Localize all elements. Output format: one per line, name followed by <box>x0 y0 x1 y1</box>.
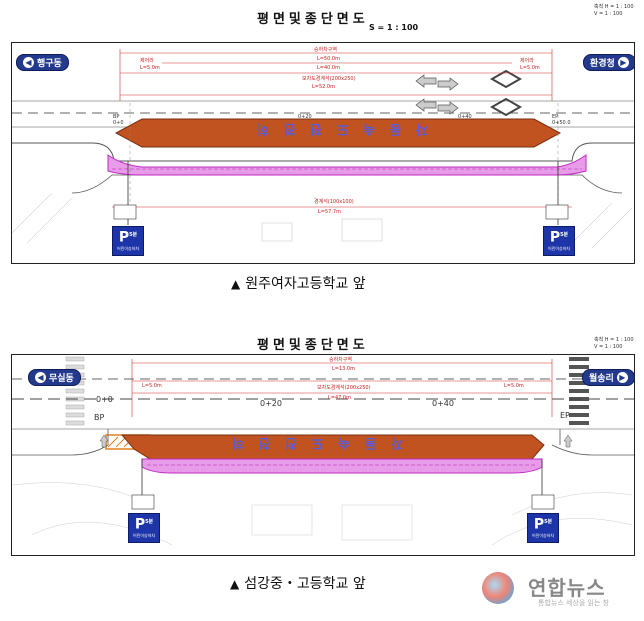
drawing1-dim-bottom1: 경계석(100x100) <box>314 199 354 205</box>
parking-sub: 5분 <box>560 232 569 238</box>
drawing1-title: 평면및종단면도 <box>257 12 369 27</box>
drawing2-dim-top1: 승하차구역 <box>329 357 353 363</box>
drawing1-scale-right: 축척 H = 1 : 100 V = 1 : 100 <box>594 4 634 18</box>
drawing1-dim-bottom2: L=57.7m <box>318 209 341 215</box>
drawing1-scale-h: 축척 H = 1 : 100 <box>594 4 634 10</box>
arrow-right-icon: ▶ <box>616 372 628 383</box>
drawing1-dim-mid1: 보차도경계석(200x250) <box>302 76 356 82</box>
drawing2-parking-sign-left: P5분 어린이승하차 <box>128 513 160 543</box>
parking-note: 어린이승하차 <box>116 245 140 251</box>
drawing2-caption: ▲ 섬강중・고등학교 앞 <box>230 573 366 593</box>
drawing2-direction-sign-right: 월송리 ▶ <box>582 369 634 386</box>
drawing1-dim-top1: 승하차구역 <box>314 47 338 53</box>
drawing1-frame: ◀ 행구동 환경청 ▶ 자 동 속 도 천 천 히 0+0 BP 0+20 0+… <box>11 42 635 264</box>
drawing2-frame: ◀ 무실동 월송리 ▶ 자 동 속 도 천 천 히 0+0 BP 0+20 0+… <box>11 354 635 556</box>
drawing2-sign-left-label: 무실동 <box>49 374 74 384</box>
drawing1-dim-mid2: L=52.0m <box>312 84 335 90</box>
arrow-left-icon: ◀ <box>35 372 46 383</box>
drawing2-dim-top2: L=13.0m <box>332 366 355 372</box>
parking-note: 어린이승하차 <box>132 532 156 538</box>
watermark-name: 연합뉴스 <box>528 576 606 600</box>
arrow-left-icon: ◀ <box>23 57 34 68</box>
drawing1-direction-sign-left: ◀ 행구동 <box>16 54 69 71</box>
drawing2-dim-mid1: 보차도경계석(200x250) <box>317 385 371 391</box>
parking-sub: 5분 <box>544 519 553 525</box>
drawing2-caption-text: 섬강중・고등학교 앞 <box>244 576 366 592</box>
drawing1-dim-top2: L=50.0m <box>317 56 340 62</box>
drawing1-sta-0: 0+0 <box>113 120 124 126</box>
triangle-up-icon: ▲ <box>231 277 241 291</box>
drawing1-dim-right2: L=5.0m <box>520 65 540 71</box>
parking-sub: 5분 <box>145 519 154 525</box>
drawing1-dim-left2: L=5.0m <box>140 65 160 71</box>
drawing2-scale-right: 축척 H = 1 : 100 V = 1 : 100 <box>594 337 634 351</box>
drawing1-plan-svg <box>12 49 634 249</box>
drawing2-plan-svg <box>12 356 634 546</box>
drawing1-dim-right1: 제어라 <box>520 58 534 64</box>
drawing1-dim-top3: L=40.0m <box>317 65 340 71</box>
parking-sub: 5분 <box>129 232 138 238</box>
drawing2-dim-mid2: L=47.0m <box>328 395 351 401</box>
drawing1-sign-left-label: 행구동 <box>37 59 62 69</box>
drawing1-direction-sign-right: 환경청 ▶ <box>583 54 634 71</box>
drawing2-scale-v: V = 1 : 100 <box>594 344 623 350</box>
parking-note: 어린이승하차 <box>531 532 555 538</box>
drawing1-sta-20: 0+20 <box>298 114 312 120</box>
parking-note: 어린이승하차 <box>547 245 571 251</box>
drawing2-dim-left: L=5.0m <box>142 383 162 389</box>
drawing2-scale-h: 축척 H = 1 : 100 <box>594 337 634 343</box>
drawing2-bp: BP <box>94 413 105 422</box>
drawing1-ep: EP <box>552 114 559 120</box>
watermark-logo: 연합뉴스 통합뉴스 세상을 읽는 창 <box>482 570 632 614</box>
drawing1-scale-v: V = 1 : 100 <box>594 11 623 17</box>
drawing2-title: 평면및종단면도 <box>257 338 369 353</box>
drawing2-ep: EP <box>560 411 570 420</box>
drawing2-sign-right-label: 월송리 <box>589 374 614 384</box>
drawing2-sta-40: 0+40 <box>432 399 454 408</box>
drawing2-sta-0: 0+0 <box>96 395 113 404</box>
drawing1-parking-sign-right: P5분 어린이승하차 <box>543 226 575 256</box>
arrow-right-icon: ▶ <box>617 57 629 68</box>
drawing1-sta-40: 0+40 <box>458 114 472 120</box>
drawing2-sta-20: 0+20 <box>260 399 282 408</box>
drawing1-dim-left1: 제어라 <box>140 58 154 64</box>
drawing2-parking-sign-right: P5분 어린이승하차 <box>527 513 559 543</box>
drawing2-dim-right: L=5.0m <box>504 383 524 389</box>
watermark-sub: 통합뉴스 세상을 읽는 창 <box>538 599 610 607</box>
drawing2-direction-sign-left: ◀ 무실동 <box>28 369 81 386</box>
drawing1-scale: S = 1 : 100 <box>369 23 419 32</box>
parking-label: P <box>533 516 545 533</box>
drawing2-road-marking: 자 동 속 도 천 천 히 <box>227 435 403 450</box>
parking-label: P <box>549 229 561 246</box>
drawing1-road-marking: 자 동 속 도 천 천 히 <box>252 121 428 136</box>
drawing1-parking-sign-left: P5분 어린이승하차 <box>112 226 144 256</box>
news-logo-icon <box>482 572 514 604</box>
drawing1-caption: ▲ 원주여자고등학교 앞 <box>231 273 366 293</box>
triangle-up-icon: ▲ <box>230 577 240 591</box>
drawing1-ep-sta: 0+50.0 <box>552 120 571 126</box>
parking-label: P <box>118 229 130 246</box>
drawing1-bp: BP <box>113 114 120 120</box>
parking-label: P <box>134 516 146 533</box>
drawing1-caption-text: 원주여자고등학교 앞 <box>245 276 366 292</box>
drawing1-sign-right-label: 환경청 <box>590 59 615 69</box>
